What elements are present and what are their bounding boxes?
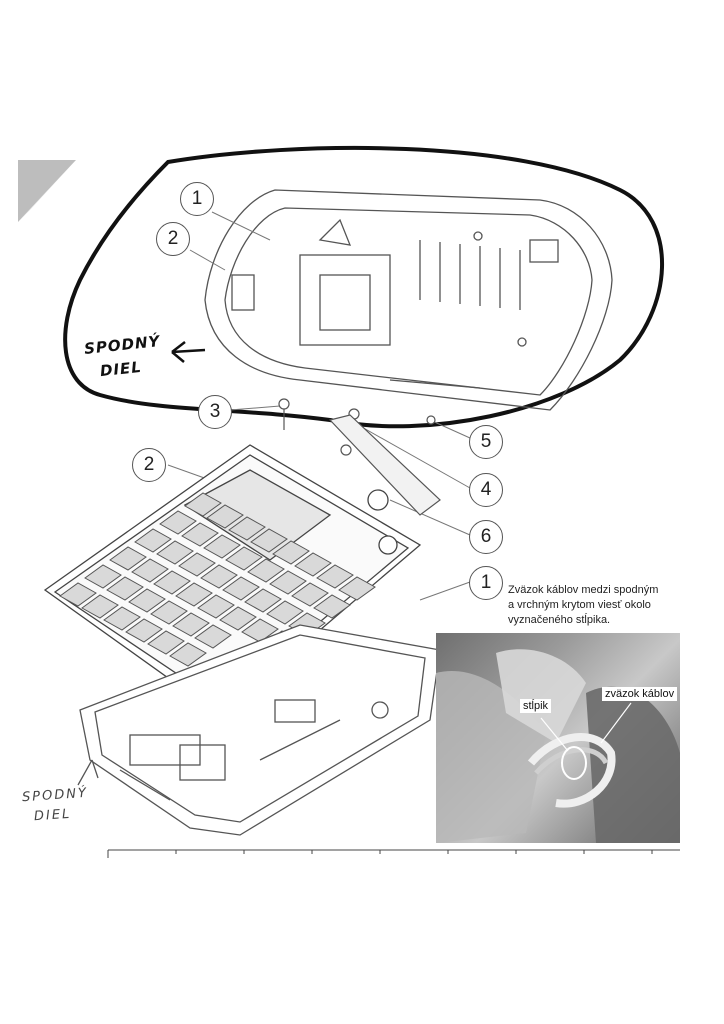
callout-1-top: 1 — [180, 182, 214, 216]
keypad-key — [222, 576, 260, 601]
callout-2-mid: 2 — [132, 448, 166, 482]
keypad-key — [203, 534, 241, 559]
photo-caption: Zväzok káblov medzi spodným a vrchným kr… — [508, 583, 678, 628]
keypad-key — [266, 600, 304, 625]
keypad-key — [150, 600, 188, 625]
keypad-key — [128, 588, 166, 613]
keypad-key — [169, 642, 207, 667]
keypad-key — [81, 594, 119, 619]
callout-4: 4 — [469, 473, 503, 507]
keypad-key — [175, 582, 213, 607]
bottom-housing-top-view — [204, 189, 613, 411]
keypad-key — [225, 546, 263, 571]
hand-arrow-upper — [171, 341, 206, 363]
keypad-key — [84, 564, 122, 589]
keypad-key — [219, 606, 257, 631]
callout-6: 6 — [469, 520, 503, 554]
ruler-line — [107, 849, 680, 858]
callout-2-top: 2 — [156, 222, 190, 256]
keypad-key — [156, 540, 194, 565]
keypad-key — [338, 576, 376, 601]
caption-line-3: vyznačeného stĺpika. — [508, 614, 611, 626]
keypad-key — [294, 552, 332, 577]
callout-3: 3 — [198, 395, 232, 429]
keypad-key — [181, 522, 219, 547]
keypad-key — [184, 492, 222, 517]
keypad-key — [241, 618, 279, 643]
keypad-key — [250, 528, 288, 553]
keypad-key — [269, 570, 307, 595]
keypad-key — [109, 546, 147, 571]
keypad-key — [200, 564, 238, 589]
keypad-key — [172, 612, 210, 637]
photo-content — [436, 649, 680, 843]
keypad-key — [313, 594, 351, 619]
keypad-key — [197, 594, 235, 619]
keypad-key — [59, 582, 97, 607]
handwritten-label-bottom-line2: DIEL — [33, 806, 72, 825]
keypad-key — [291, 582, 329, 607]
keypad-key — [178, 552, 216, 577]
callout-1-mid: 1 — [469, 566, 503, 600]
keypad-key — [247, 558, 285, 583]
bottom-housing-exploded — [79, 624, 441, 836]
keypad-key — [103, 606, 141, 631]
keypad-key — [206, 504, 244, 529]
keypad-key — [272, 540, 310, 565]
keypad-key — [125, 618, 163, 643]
keypad-key — [147, 630, 185, 655]
caption-line-1: Zväzok káblov medzi spodným — [508, 584, 659, 596]
keypad — [59, 492, 376, 667]
keypad-key — [159, 510, 197, 535]
callout-5: 5 — [469, 425, 503, 459]
keypad-key — [194, 624, 232, 649]
paper-cover — [328, 414, 441, 516]
photo-label-bundle: zväzok káblov — [602, 687, 678, 701]
photo-label-post: stĺpik — [520, 699, 552, 713]
caption-line-2: a vrchným krytom viesť okolo — [508, 599, 651, 611]
highlight-oval — [63, 145, 664, 429]
keypad-key — [153, 570, 191, 595]
keypad-key — [244, 588, 282, 613]
keypad-key — [131, 558, 169, 583]
cable-bundle-photo: stĺpik zväzok káblov — [436, 633, 680, 843]
keypad-key — [106, 576, 144, 601]
keypad-key — [316, 564, 354, 589]
hand-arrow-lower — [77, 759, 99, 786]
keypad-key — [228, 516, 266, 541]
keypad-key — [134, 528, 172, 553]
